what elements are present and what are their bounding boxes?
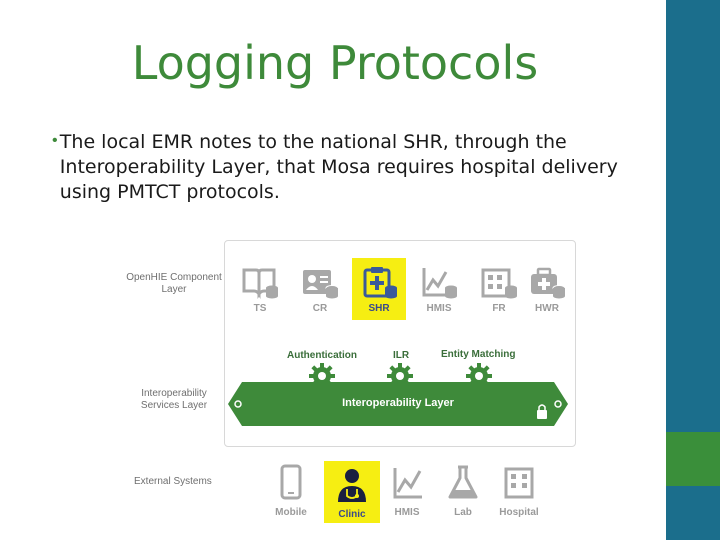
component-label: HWR [535, 303, 559, 314]
services-layer-label: Interoperability Services Layer [140, 388, 208, 411]
bullet-dot: • [52, 132, 58, 149]
gear-icon [387, 363, 413, 389]
component-hmis: HMIS [412, 258, 466, 320]
component-label: TS [253, 303, 267, 314]
service-label-ilr: ILR [393, 350, 410, 361]
component-shr: SHR [352, 258, 406, 320]
medical-bag-database-icon [531, 267, 566, 299]
component-label: HMIS [426, 303, 452, 314]
component-label: CR [312, 303, 328, 314]
external-system-label: Lab [454, 507, 472, 518]
external-system-label: HMIS [394, 507, 420, 518]
flask-icon [448, 465, 478, 499]
component-ts: TS [233, 258, 287, 320]
external-system-hospital: Hospital [491, 459, 547, 521]
lock-icon [537, 404, 547, 419]
service-label-entity-matching: Entity Matching [441, 349, 516, 360]
external-system-label: Hospital [499, 507, 539, 518]
gear-icon [309, 363, 335, 389]
component-cr: CR [293, 258, 347, 320]
building-database-icon [481, 268, 517, 299]
component-layer-label: OpenHIE Component Layer [126, 272, 222, 295]
book-database-icon [242, 268, 278, 299]
clipboard-plus-database-icon [363, 267, 397, 299]
external-system-clinic: Clinic [324, 461, 380, 523]
component-fr: FR [472, 258, 526, 320]
bullet-text: The local EMR notes to the national SHR,… [59, 131, 618, 203]
interoperability-layer-bar [228, 382, 568, 426]
hospital-building-icon [504, 467, 534, 499]
external-system-hmis: HMIS [379, 459, 435, 521]
external-systems-label: External Systems [134, 476, 212, 487]
external-system-mobile: Mobile [263, 459, 319, 521]
external-system-lab: Lab [435, 459, 491, 521]
component-label: SHR [368, 303, 390, 314]
side-accent-bar-green [666, 432, 720, 486]
mobile-phone-icon [280, 464, 302, 500]
doctor-icon [338, 469, 366, 502]
interoperability-layer-label: Interoperability Layer [342, 397, 454, 409]
slide-title: Logging Protocols [131, 36, 539, 90]
external-system-label: Clinic [338, 509, 366, 520]
gear-icon [466, 363, 492, 389]
external-system-label: Mobile [275, 507, 307, 518]
component-hwr: HWR [520, 258, 574, 320]
component-label: FR [492, 303, 506, 314]
person-card-database-icon [303, 270, 339, 299]
line-chart-database-icon [422, 268, 457, 299]
service-label-authentication: Authentication [287, 350, 357, 361]
bullet-item: • The local EMR notes to the national SH… [52, 130, 622, 205]
line-chart-icon [393, 468, 422, 499]
